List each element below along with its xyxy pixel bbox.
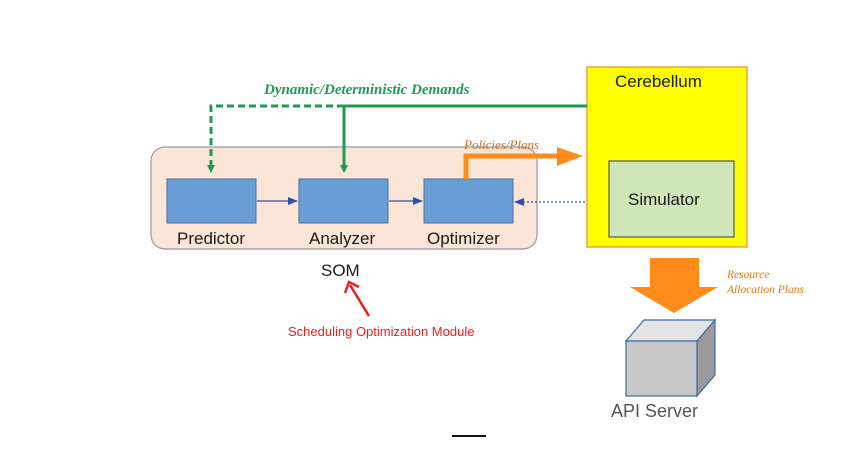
- predictor-box: [166, 178, 257, 224]
- policies-arrowhead: [557, 147, 583, 166]
- api-server-label: API Server: [611, 401, 699, 421]
- predictor-label: Predictor: [177, 229, 246, 248]
- resource-allocation-arrow: [630, 258, 718, 313]
- resource-label-line2: Allocation Plans: [727, 284, 804, 296]
- som-caption: SOM: [321, 261, 360, 280]
- analyzer-box: [298, 178, 389, 224]
- optimizer-box: [423, 178, 514, 224]
- annotation-arrow: [348, 284, 371, 317]
- annotation-text: Scheduling Optimization Module: [288, 324, 475, 339]
- cerebellum-title: Cerebellum: [615, 72, 702, 91]
- resource-label-line1: Resource: [727, 269, 770, 281]
- analyzer-label: Analyzer: [309, 229, 376, 248]
- policies-arrow-line: [463, 153, 557, 179]
- demand-line-dashed: [207, 104, 344, 173]
- simulator-box: [608, 160, 735, 238]
- optimizer-label: Optimizer: [427, 229, 500, 248]
- api-server-front: [625, 340, 698, 397]
- simulator-label: Simulator: [628, 190, 700, 209]
- annotation-arrowhead: [343, 280, 360, 294]
- policies-label: Policies/Plans: [464, 137, 540, 152]
- demands-label: Dynamic/Deterministic Demands: [264, 82, 470, 98]
